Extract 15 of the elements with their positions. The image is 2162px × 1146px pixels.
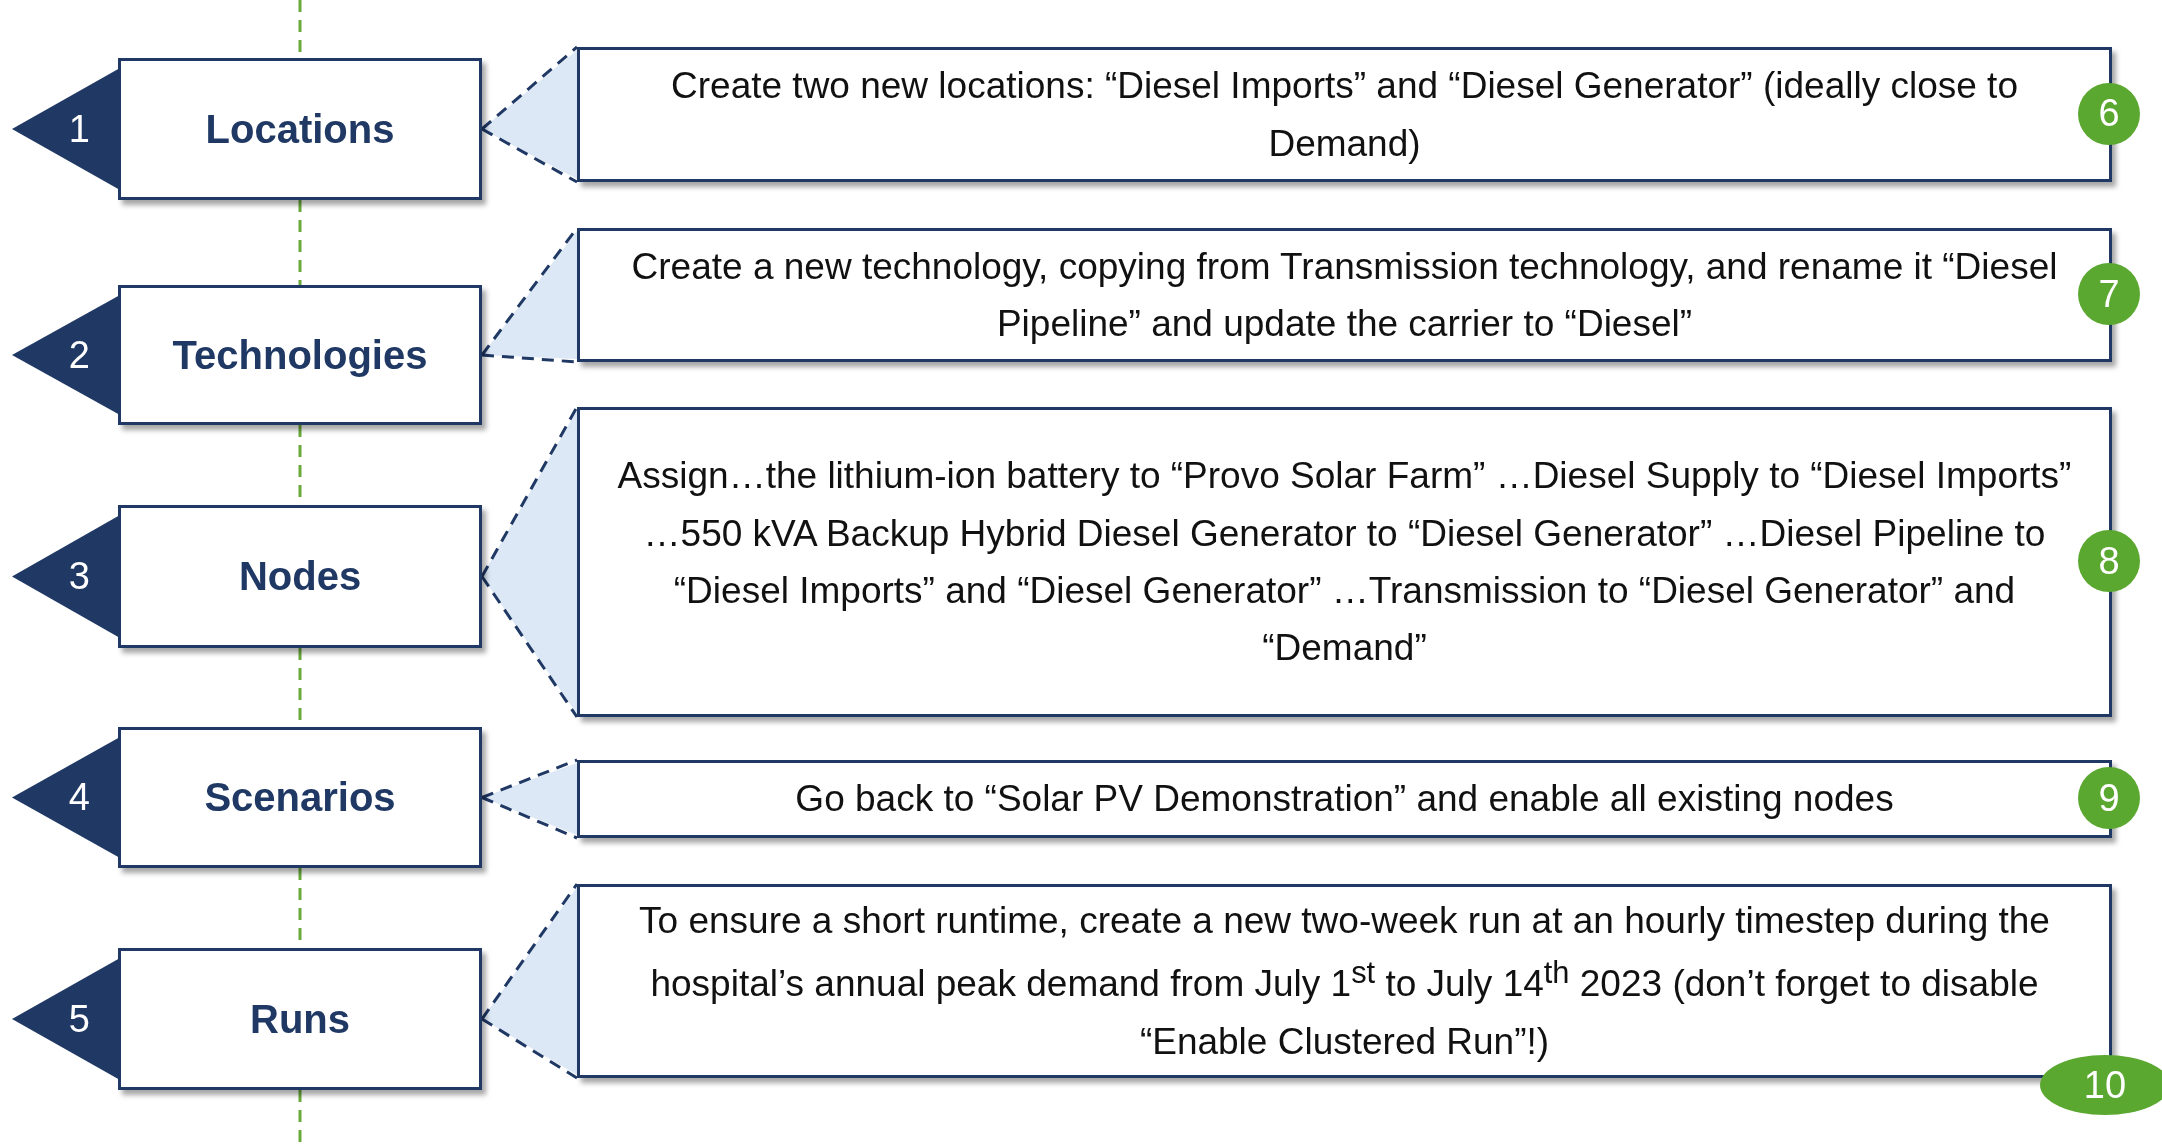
connector-line: [298, 200, 302, 285]
step-box: Scenarios: [118, 727, 482, 868]
number-triangle: 3: [12, 515, 120, 638]
number-badge: 9: [2078, 767, 2140, 829]
number-triangle: 2: [12, 295, 120, 415]
step-box: Nodes: [118, 505, 482, 648]
step-box: Technologies: [118, 285, 482, 425]
number-badge: 8: [2078, 530, 2140, 592]
number-triangle: 5: [12, 958, 120, 1080]
number-badge: 7: [2078, 263, 2140, 325]
number-badge: 10: [2040, 1055, 2162, 1115]
number-triangle: 4: [12, 737, 120, 858]
step-box: Runs: [118, 948, 482, 1090]
step-box: Locations: [118, 58, 482, 200]
number-triangle: 1: [12, 68, 120, 190]
